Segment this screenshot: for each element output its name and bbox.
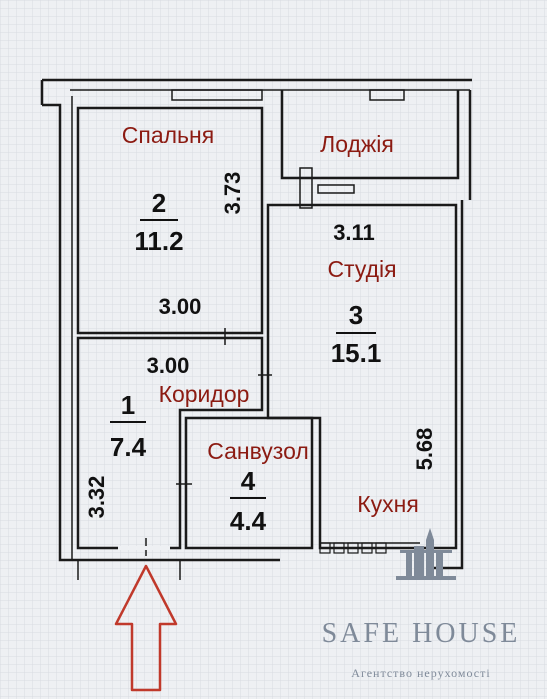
bathroom-name: Санвузол <box>207 438 309 464</box>
bedroom-name: Спальня <box>122 122 214 148</box>
brand-tagline: Агентство нерухомості <box>351 666 490 680</box>
studio-width: 3.11 <box>333 220 375 245</box>
loggia-name: Лоджія <box>320 131 394 157</box>
corridor-name: Коридор <box>159 381 250 407</box>
corridor-number: 1 <box>121 390 135 420</box>
bedroom-area: 11.2 <box>134 226 183 256</box>
bathroom-number: 4 <box>241 466 256 496</box>
building-logo-icon <box>396 528 456 580</box>
walls <box>40 78 472 580</box>
entrance-arrow-icon <box>114 564 178 692</box>
bedroom-number: 2 <box>152 188 166 218</box>
studio-area: 15.1 <box>331 338 382 368</box>
studio-name: Студія <box>327 256 396 282</box>
studio-height: 5.68 <box>412 428 437 471</box>
kitchen-name: Кухня <box>357 491 419 517</box>
bedroom-height: 3.73 <box>220 172 245 215</box>
corridor-height: 3.32 <box>84 476 109 519</box>
studio-number: 3 <box>349 300 363 330</box>
bedroom-width: 3.00 <box>159 294 202 319</box>
corridor-area: 7.4 <box>110 432 147 462</box>
bathroom-area: 4.4 <box>230 506 267 536</box>
brand-name: SAFE HOUSE <box>322 618 521 649</box>
corridor-width: 3.00 <box>147 353 190 378</box>
